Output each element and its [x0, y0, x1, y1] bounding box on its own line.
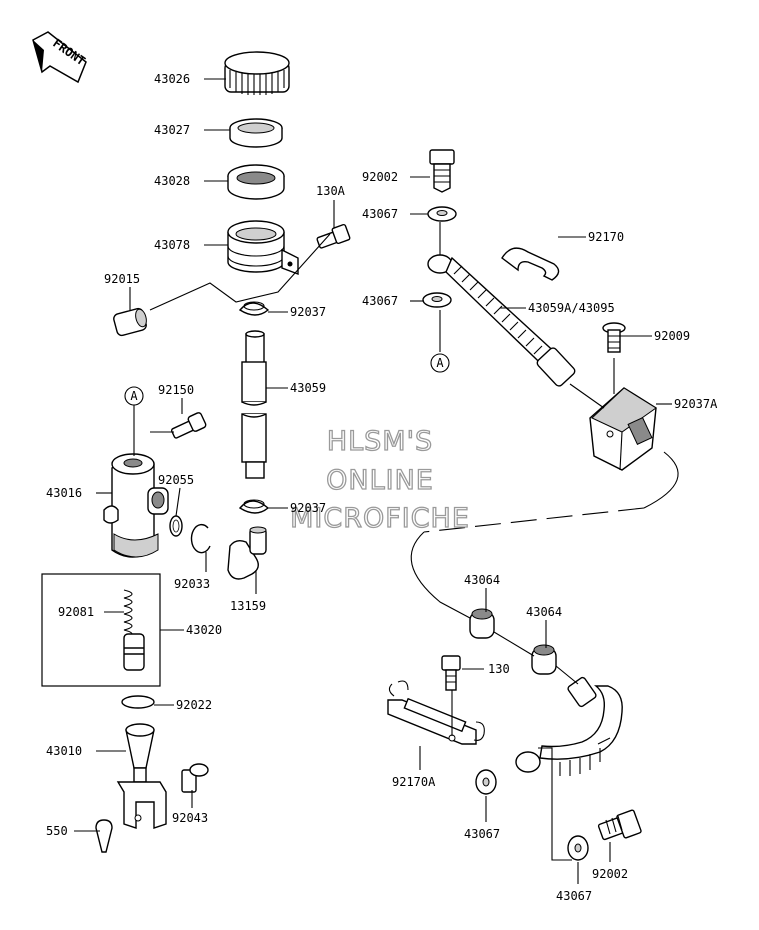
label-92055: 92055: [158, 473, 194, 487]
label-43064-right: 43064: [526, 605, 562, 619]
circlip-92033: [190, 523, 211, 554]
diaphragm: [229, 118, 283, 148]
label-43026: 43026: [154, 72, 190, 86]
label-92015: 92015: [104, 272, 140, 286]
washer-43067-4: [567, 835, 589, 861]
grommet-43064-right: [531, 644, 557, 675]
label-92037a: 92037A: [674, 397, 718, 411]
svg-text:A: A: [436, 356, 444, 370]
leader-lines: [74, 78, 679, 884]
hose-guide-92037a: [589, 387, 657, 471]
cotter-pin-550: [95, 819, 113, 853]
label-92037-top: 92037: [290, 305, 326, 319]
piston-kit-box: [41, 573, 161, 687]
brake-hose-lower: [515, 676, 623, 776]
reservoir-cap: [224, 51, 290, 95]
part-labels: 43026 43027 43028 43078 130A 92015 92037…: [46, 72, 718, 903]
brake-hose-upper: [427, 254, 576, 387]
label-92009: 92009: [654, 329, 690, 343]
label-43067-1: 43067: [362, 207, 398, 221]
label-13159: 13159: [230, 599, 266, 613]
label-92037-bottom: 92037: [290, 501, 326, 515]
label-550: 550: [46, 824, 68, 838]
label-43067-2: 43067: [362, 294, 398, 308]
sleeve-92015: [113, 307, 147, 337]
label-130a: 130A: [316, 184, 346, 198]
bolt-130: [441, 655, 461, 691]
push-rod: [116, 723, 167, 829]
diaphragm-plate: [227, 164, 285, 200]
watermark-line-1: HLSM'S: [327, 426, 433, 457]
screw-92009: [602, 322, 626, 353]
clamp-92037-top: [238, 301, 270, 316]
front-arrow: FRONT: [32, 31, 88, 84]
master-cylinder-body: [103, 453, 169, 558]
label-43059a-43095: 43059A/43095: [528, 301, 615, 315]
label-43067-4: 43067: [556, 889, 592, 903]
label-43016: 43016: [46, 486, 82, 500]
elbow-13159: [227, 526, 267, 580]
label-92170a: 92170A: [392, 775, 436, 789]
washer-43067-3: [475, 769, 497, 795]
bracket-92170a: [387, 680, 485, 745]
banjo-bolt-top: [429, 149, 455, 193]
reservoir: [227, 220, 299, 276]
screw-92150: [170, 412, 207, 439]
label-92081: 92081: [58, 605, 94, 619]
label-130: 130: [488, 662, 510, 676]
washer-43067-2: [422, 292, 452, 308]
label-43059: 43059: [290, 381, 326, 395]
label-43064-left: 43064: [464, 573, 500, 587]
label-92043: 92043: [172, 811, 208, 825]
pin-92043: [181, 763, 209, 793]
label-43027: 43027: [154, 123, 190, 137]
watermark-line-3: MICROFICHE: [290, 503, 470, 534]
bolt-130a: [316, 223, 351, 249]
label-92150: 92150: [158, 383, 194, 397]
label-43020: 43020: [186, 623, 222, 637]
label-92033: 92033: [174, 577, 210, 591]
label-43028: 43028: [154, 174, 190, 188]
watermark: HLSM'S ONLINE MICROFICHE: [289, 425, 470, 534]
label-92002-top: 92002: [362, 170, 398, 184]
label-92170: 92170: [588, 230, 624, 244]
clamp-92037-bottom: [238, 499, 270, 514]
callout-a-top: A: [430, 353, 450, 373]
o-ring-92055: [169, 515, 183, 537]
watermark-line-2: ONLINE: [326, 465, 434, 496]
svg-text:A: A: [130, 389, 138, 403]
callout-a-left: A: [124, 386, 144, 406]
grommet-43064-left: [469, 608, 495, 639]
label-92002-bottom: 92002: [592, 867, 628, 881]
washer-43067-1: [427, 206, 457, 222]
reservoir-hose: [241, 330, 267, 479]
label-43078: 43078: [154, 238, 190, 252]
label-92022: 92022: [176, 698, 212, 712]
label-43010: 43010: [46, 744, 82, 758]
label-43067-3: 43067: [464, 827, 500, 841]
circlip-92022: [121, 695, 155, 709]
banjo-bolt-bottom: [597, 809, 642, 841]
clip-92170: [501, 247, 560, 281]
